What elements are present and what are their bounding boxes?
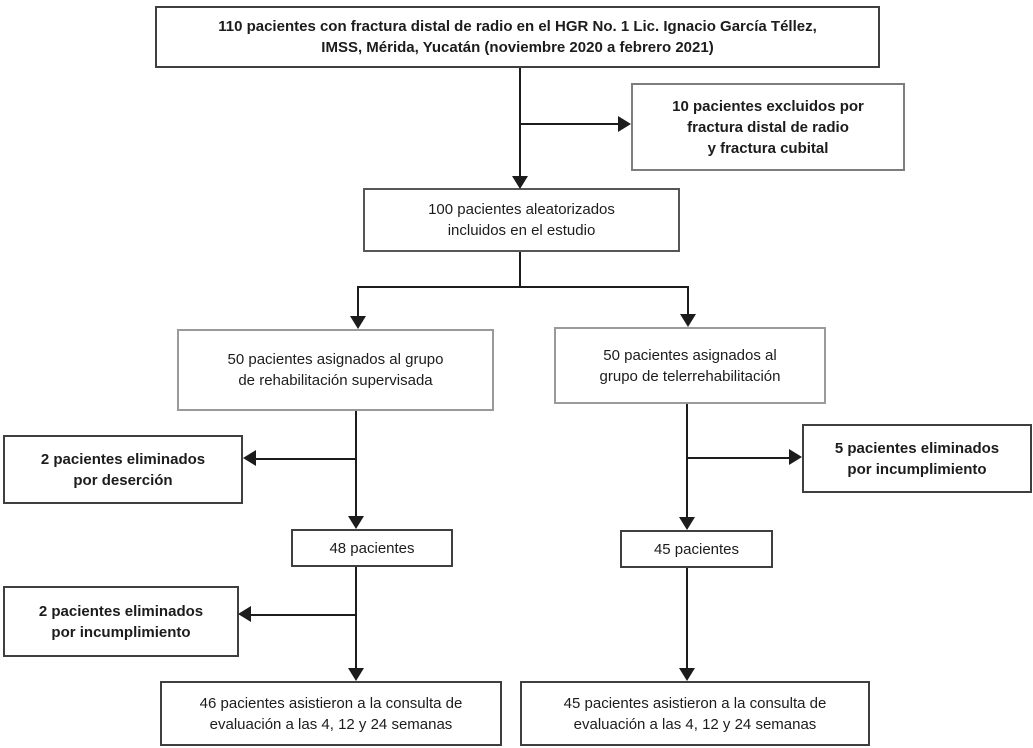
- node-enrolled-patients: 110 pacientes con fractura distal de rad…: [155, 6, 880, 68]
- node-excluded-patients: 10 pacientes excluidos por fractura dist…: [631, 83, 905, 171]
- connector-45-to-final: [686, 568, 688, 669]
- node-eliminated-noncompliance: 2 pacientes eliminados por incumplimient…: [3, 586, 239, 657]
- connector-48-to-final: [355, 567, 357, 669]
- node-48-patients: 48 pacientes: [291, 529, 453, 567]
- node-final-supervised-followup: 46 pacientes asistieron a la consulta de…: [160, 681, 502, 746]
- arrowhead-into-48-patients-icon: [348, 516, 364, 529]
- connector-drop-left-group: [357, 286, 359, 317]
- node-group-telerehab: 50 pacientes asignados al grupo de teler…: [554, 327, 826, 404]
- connector-branch-to-tele-noncompliance: [687, 457, 790, 459]
- arrowhead-into-final-tele-icon: [679, 668, 695, 681]
- node-randomized-patients: 100 pacientes aleatorizados incluidos en…: [363, 188, 680, 252]
- arrowhead-into-randomized-icon: [512, 176, 528, 189]
- connector-branch-to-noncompliance: [251, 614, 356, 616]
- arrowhead-into-tele-group-icon: [680, 314, 696, 327]
- node-group-supervised-rehab: 50 pacientes asignados al grupo de rehab…: [177, 329, 494, 411]
- arrowhead-into-excluded-icon: [618, 116, 631, 132]
- arrowhead-into-noncompliance-icon: [238, 606, 251, 622]
- connector-split-horizontal: [357, 286, 689, 288]
- node-final-tele-followup: 45 pacientes asistieron a la consulta de…: [520, 681, 870, 746]
- connector-branch-to-excluded: [520, 123, 620, 125]
- connector-branch-to-desertion: [256, 458, 356, 460]
- connector-randomized-down: [519, 252, 521, 288]
- arrowhead-into-45-patients-icon: [679, 517, 695, 530]
- connector-enrolled-to-randomized: [519, 68, 521, 177]
- node-eliminated-desertion: 2 pacientes eliminados por deserción: [3, 435, 243, 504]
- arrowhead-into-desertion-icon: [243, 450, 256, 466]
- node-45-patients: 45 pacientes: [620, 530, 773, 568]
- connector-tele-to-45: [686, 404, 688, 518]
- node-eliminated-tele-noncompliance: 5 pacientes eliminados por incumplimient…: [802, 424, 1032, 493]
- connector-drop-right-group: [687, 286, 689, 315]
- arrowhead-into-supervised-group-icon: [350, 316, 366, 329]
- arrowhead-into-tele-noncompliance-icon: [789, 449, 802, 465]
- arrowhead-into-final-supervised-icon: [348, 668, 364, 681]
- connector-supervised-to-48: [355, 411, 357, 517]
